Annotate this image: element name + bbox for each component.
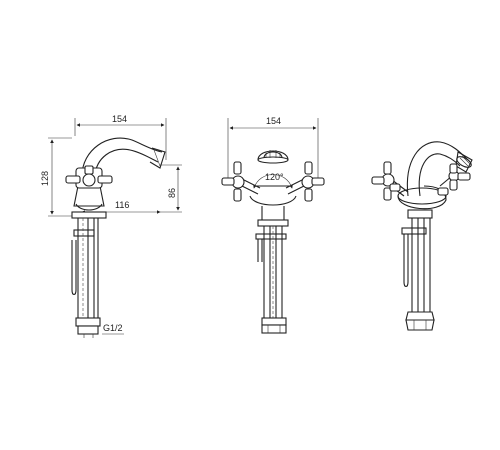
- three-quarter-view: [371, 141, 473, 331]
- front-view: 154 120°: [221, 116, 325, 334]
- side-height-label: 128: [40, 171, 50, 186]
- front-angle-label: 120°: [265, 172, 284, 182]
- front-width-label: 154: [266, 116, 281, 126]
- side-width-label: 154: [112, 114, 127, 124]
- side-view: 154 128 86 116: [40, 114, 182, 338]
- side-spout-height-label: 86: [167, 188, 177, 198]
- side-thread-label: G1/2: [103, 323, 123, 333]
- side-reach-label: 116: [115, 200, 129, 210]
